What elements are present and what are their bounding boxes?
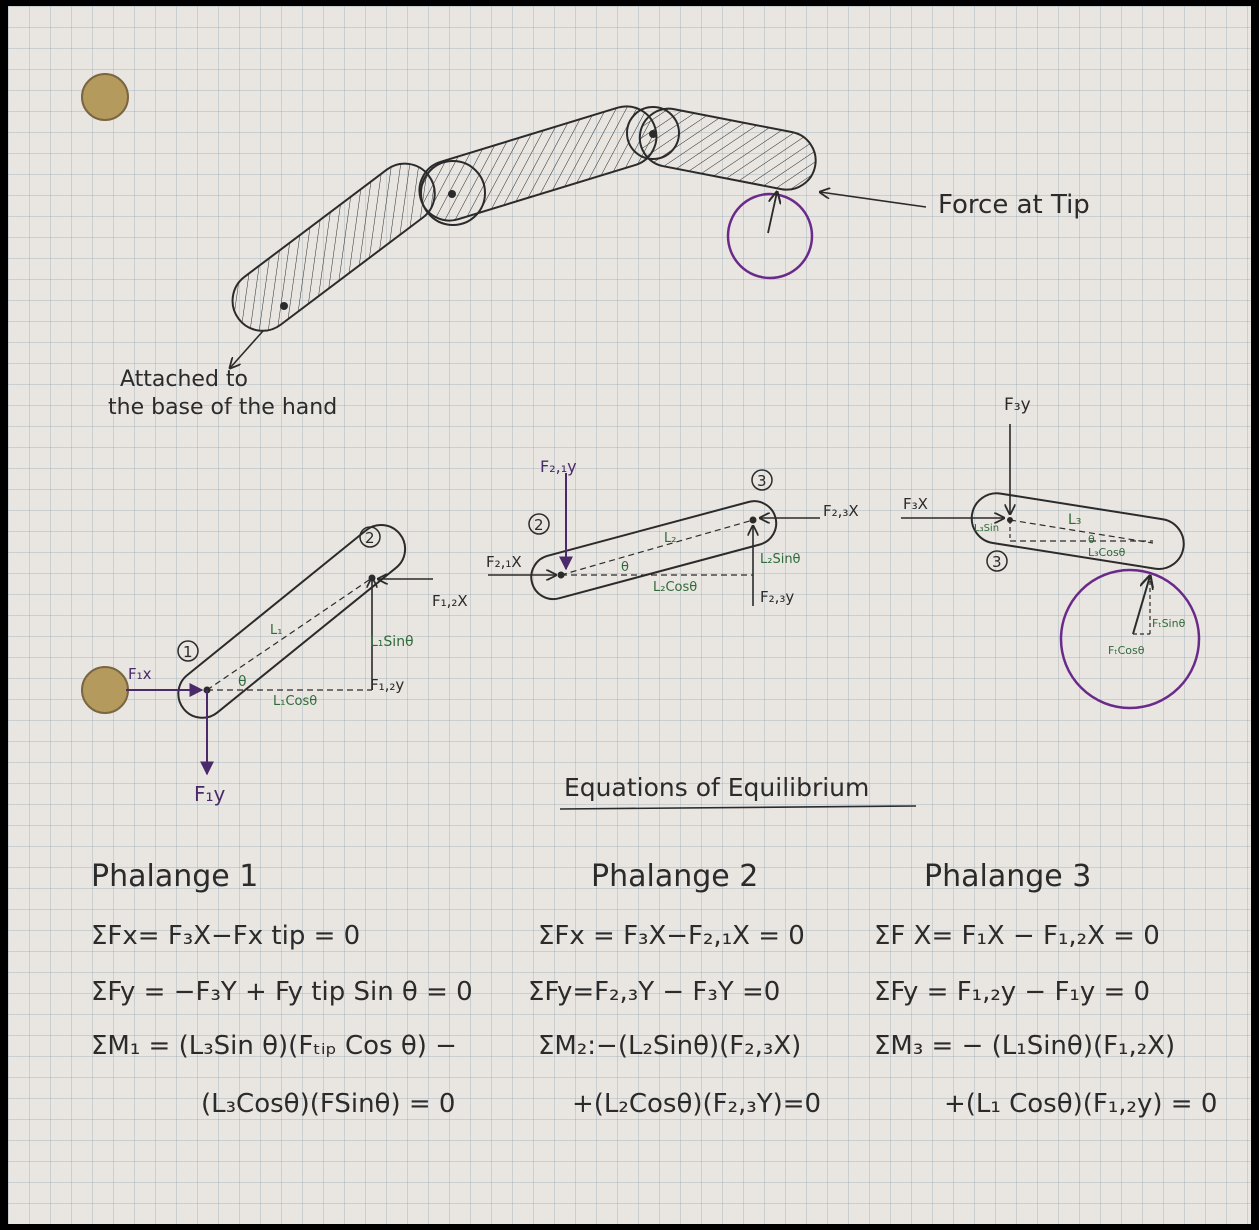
fbd3-ftsin: FₜSinθ [1152, 617, 1186, 630]
tip-force-arrow [767, 192, 777, 234]
fbd-phalange-3 [901, 424, 1201, 710]
phalange-3-eq-4: +(L₁ Cosθ)(F₁,₂y) = 0 [944, 1089, 1217, 1119]
fbd2-l2sin: L₂Sinθ [760, 552, 801, 567]
phalange-1-eq-4: (L₃Cosθ)(FSinθ) = 0 [201, 1089, 455, 1119]
fbd1-f12y: F₁,₂y [370, 676, 404, 694]
contact-object [726, 192, 814, 280]
fbd1-f1x: F₁x [128, 665, 152, 683]
phalange-2-equations: Phalange 2 ΣFx = F₃X−F₂,₁X = 0 ΣFy=F₂,₃Y… [528, 859, 821, 1119]
binder-hole-top [81, 73, 129, 121]
fbd2-theta: θ [621, 560, 629, 575]
phalange-2-eq-2: ΣFy=F₂,₃Y − F₃Y =0 [528, 977, 780, 1007]
phalange-segment-1 [231, 162, 436, 332]
finger-sketch [221, 105, 927, 368]
joint-2-pin [649, 130, 657, 138]
fbd3-f3x: F₃X [903, 495, 928, 513]
joint-1-pin [448, 190, 456, 198]
fbd3-l3sin: L₃Sin [974, 523, 999, 534]
binder-hole-bottom [81, 666, 129, 714]
phalange-2-eq-4: +(L₂Cosθ)(F₂,₃Y)=0 [572, 1089, 821, 1119]
fbd3-joint-3: 3 [992, 553, 1002, 571]
phalange-segment-3 [638, 107, 817, 191]
attached-label-line2: the base of the hand [108, 395, 337, 420]
phalange-3-eq-3: ΣM₃ = − (L₁Sinθ)(F₁,₂X) [874, 1031, 1175, 1061]
phalange-3-eq-1: ΣF X= F₁X − F₁,₂X = 0 [874, 921, 1160, 951]
fbd1-theta: θ [238, 674, 247, 690]
fbd3-ftcos: FₜCosθ [1108, 644, 1145, 657]
fbd1-f12x: F₁,₂X [432, 592, 468, 610]
phalange-3-title: Phalange 3 [924, 859, 1091, 894]
phalange-1-eq-3: ΣM₁ = (L₃Sin θ)(Fₜᵢₚ Cos θ) − [91, 1031, 457, 1061]
fbd3-f3y: F₃y [1004, 395, 1031, 415]
diagram-canvas: Force at Tip Attached to the base of the… [81, 73, 1217, 1119]
fbd2-joint-2: 2 [534, 516, 544, 534]
fbd2-f23x: F₂,₃X [823, 502, 859, 520]
fbd2-l2: L₂ [664, 531, 676, 546]
phalange-1-title: Phalange 1 [91, 859, 258, 894]
fbd1-f1y: F₁y [194, 782, 226, 806]
phalange-3-eq-2: ΣFy = F₁,₂y − F₁y = 0 [874, 977, 1150, 1007]
fbd1-l1cos: L₁Cosθ [273, 694, 317, 709]
force-at-tip-pointer [820, 192, 927, 208]
fbd-phalange-2 [488, 469, 820, 606]
phalange-segment-2 [418, 105, 658, 222]
joint-1-circle [420, 160, 486, 226]
fbd3-theta: θ [1088, 533, 1095, 546]
fbd2-l2cos: L₂Cosθ [653, 580, 697, 595]
graph-paper-sheet: Force at Tip Attached to the base of the… [8, 6, 1251, 1224]
phalange-2-title: Phalange 2 [591, 859, 758, 894]
fbd2-f21x: F₂,₁X [486, 553, 522, 571]
phalange-2-eq-1: ΣFx = F₃X−F₂,₁X = 0 [538, 921, 805, 951]
phalange-2-eq-3: ΣM₂:−(L₂Sinθ)(F₂,₃X) [538, 1031, 801, 1061]
attached-label-line1: Attached to [120, 367, 248, 392]
joint-2-circle [626, 106, 680, 160]
phalange-1-eq-2: ΣFy = −F₃Y + Fy tip Sin θ = 0 [91, 977, 473, 1007]
fbd1-joint-2: 2 [365, 529, 375, 547]
equations-heading: Equations of Equilibrium [564, 773, 869, 802]
phalange-1-equations: Phalange 1 ΣFx= F₃X−Fx tip = 0 ΣFy = −F₃… [91, 859, 473, 1119]
phalange-3-equations: Phalange 3 ΣF X= F₁X − F₁,₂X = 0 ΣFy = F… [874, 859, 1217, 1119]
fbd1-l1sin: L₁Sinθ [370, 634, 414, 650]
fbd1-joint-1: 1 [183, 643, 193, 661]
attached-pointer [230, 330, 264, 368]
phalange-1-eq-1: ΣFx= F₃X−Fx tip = 0 [91, 921, 360, 951]
fbd3-l3cos: L₃Cosθ [1088, 546, 1126, 559]
fbd2-f21y: F₂,₁y [540, 457, 577, 476]
fbd1-l1: L₁ [270, 623, 282, 638]
force-at-tip-label: Force at Tip [938, 190, 1090, 220]
fbd3-l3: L₃ [1068, 512, 1081, 528]
fbd-phalange-1 [126, 524, 433, 776]
base-pin [280, 302, 288, 310]
equations-heading-underline [559, 805, 917, 810]
fbd2-f23y: F₂,₃y [760, 588, 794, 606]
fbd2-joint-3: 3 [757, 472, 767, 490]
